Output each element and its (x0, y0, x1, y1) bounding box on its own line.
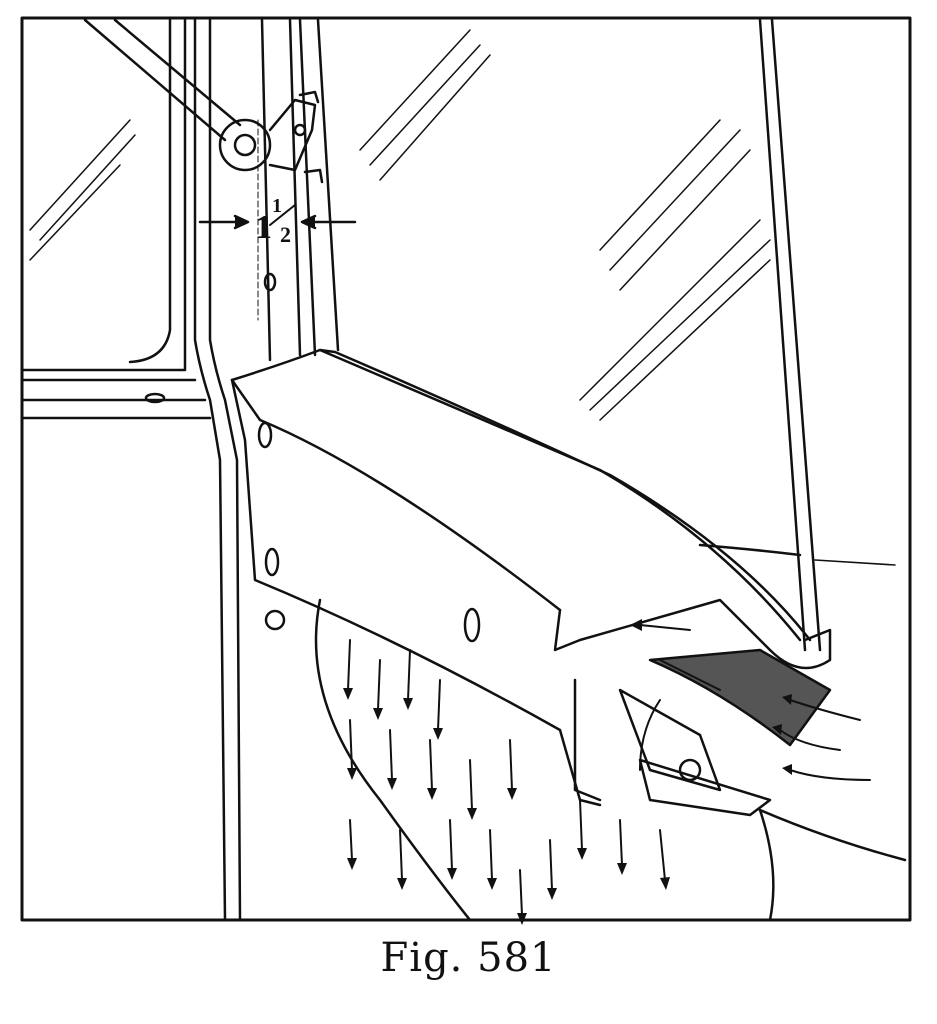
dimension-numerator: 1 (272, 195, 282, 217)
channel-beam (230, 348, 832, 817)
dimension-whole: 1 (255, 209, 272, 246)
dimension-denominator: 2 (280, 222, 291, 247)
airflow-arrows (347, 624, 871, 916)
arrowheads (343, 619, 792, 925)
dimension-marker (198, 214, 357, 230)
glass-reflection-lines (29, 29, 771, 421)
wheel-arch (314, 543, 907, 922)
left-window-frame (20, 18, 242, 922)
door-pillar (260, 18, 340, 362)
glass-edge (758, 18, 896, 652)
figure-border (20, 16, 912, 922)
window-regulator (83, 18, 324, 321)
figure-caption: Fig. 581 (380, 935, 557, 981)
